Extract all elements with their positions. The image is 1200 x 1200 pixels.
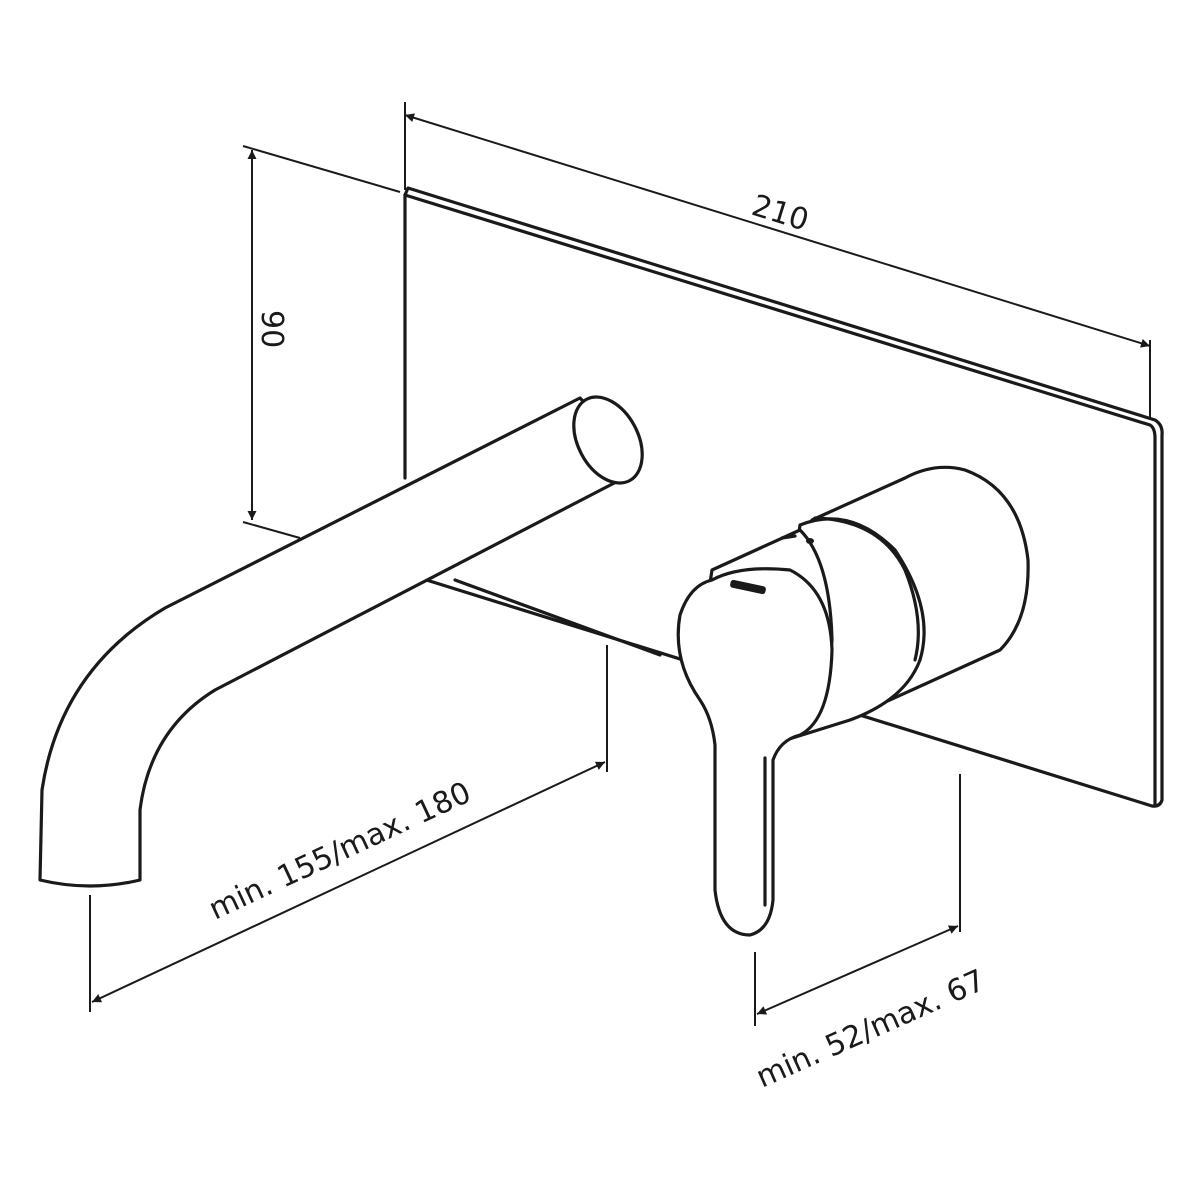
dimension-handle-projection: min. 52/max. 67 [751,774,990,1095]
plate-width-label: 210 [748,188,813,238]
handle-projection-label: min. 52/max. 67 [751,963,990,1095]
brand-logo-mark [730,579,766,595]
dimension-plate-height: 90 [242,145,401,539]
spout-projection-label: min. 155/max. 180 [204,775,477,927]
plate-height-label: 90 [254,310,289,348]
dimension-plate-width: 210 [404,102,1151,418]
mixer-handle [676,465,1030,937]
spout [38,395,662,888]
